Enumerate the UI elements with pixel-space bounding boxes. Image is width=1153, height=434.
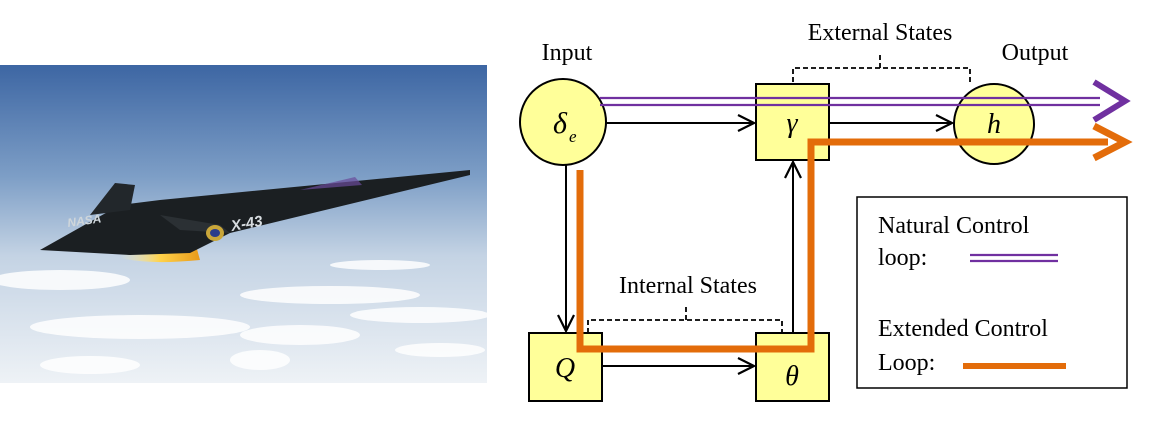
aircraft: NASA X-43 [40, 170, 470, 255]
elevator-symbol: δ [553, 107, 568, 140]
legend-natural-line1: Natural Control [878, 213, 1030, 239]
natural-control-loop-path [600, 79, 1131, 123]
q-node [528, 332, 603, 402]
gamma-symbol: γ [786, 108, 798, 139]
elevator-input-node [519, 78, 607, 166]
internal-states-label: Internal States [619, 273, 757, 299]
legend-box [856, 196, 1128, 389]
output-label: Output [1002, 40, 1069, 66]
legend-natural-swatch [970, 253, 1058, 263]
q-symbol: Q [555, 353, 575, 384]
tail-x43-text: X-43 [229, 213, 265, 236]
external-states-label: External States [808, 20, 953, 46]
extended-control-loop-path [576, 122, 1133, 353]
internal-states-brace [587, 305, 783, 333]
fuselage-nasa-text: NASA [66, 211, 102, 230]
legend-extended-line2: Loop: [878, 350, 935, 376]
elevator-subscript: e [569, 127, 577, 146]
external-states-brace [792, 55, 971, 82]
theta-symbol: θ [785, 361, 799, 392]
theta-node [755, 332, 830, 402]
h-symbol: h [987, 109, 1001, 140]
legend-natural-line2: loop: [878, 245, 927, 271]
gamma-node [755, 83, 830, 161]
input-label: Input [542, 40, 593, 66]
clouds [0, 260, 487, 374]
x43-aircraft-photo: NASA X-43 [0, 65, 487, 383]
legend-extended-line1: Extended Control [878, 316, 1048, 342]
